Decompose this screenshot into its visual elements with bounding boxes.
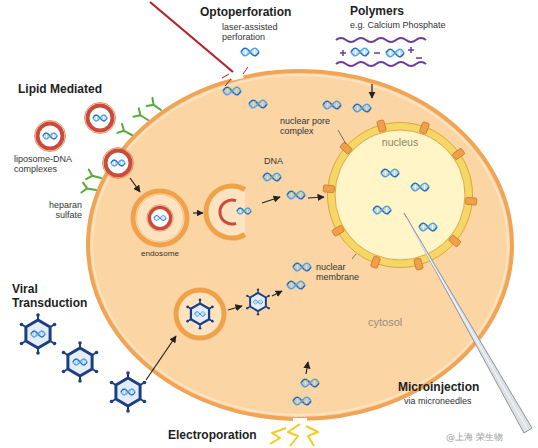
cell-body xyxy=(88,71,512,419)
lipid-pathway xyxy=(133,108,150,124)
microneedle xyxy=(404,213,532,433)
method-subtitle: e.g. Calcium Phosphate xyxy=(350,20,446,30)
optoperforation-laser xyxy=(223,87,241,95)
endosome-label: endosome xyxy=(130,249,190,259)
lipid-pathway xyxy=(103,148,134,179)
optoperforation-laser xyxy=(222,67,248,86)
viral-pathway xyxy=(110,371,147,413)
polymer-complex xyxy=(351,48,369,56)
part-label: DNA xyxy=(264,156,283,166)
polymer-complex xyxy=(371,84,372,98)
polymer-complex xyxy=(323,38,426,112)
part-label: nuclear pore complex xyxy=(280,116,336,136)
electroporation-pulse xyxy=(306,362,308,374)
polymer-complex xyxy=(336,62,426,66)
polymer-complex xyxy=(336,38,426,42)
lipid-pathway xyxy=(81,183,97,195)
viral-pathway xyxy=(293,263,311,271)
optoperforation-laser xyxy=(241,48,259,56)
lipid-pathway xyxy=(220,200,236,224)
nuclear-pores xyxy=(419,223,437,231)
cell-region-label: cytosol xyxy=(368,316,402,329)
method-title: Polymers xyxy=(350,4,404,18)
lipid-pathway xyxy=(130,178,140,192)
lipid-pathway xyxy=(86,170,102,183)
polymer-complex xyxy=(340,47,422,58)
viral-pathway xyxy=(146,336,176,380)
nuclear-pores xyxy=(377,120,387,132)
viral-pathway xyxy=(246,288,270,315)
lipid-pathway xyxy=(262,197,280,203)
nuclear-pores xyxy=(419,121,429,134)
viral-pathway xyxy=(20,313,57,355)
polymer-complex xyxy=(353,104,371,112)
nuclear-membrane-inner xyxy=(335,130,465,260)
part-label: heparan sulfate xyxy=(30,200,82,220)
lipid-pathway xyxy=(237,208,251,214)
nuclear-pores xyxy=(370,256,380,269)
nuclear-pores xyxy=(332,225,345,237)
nuclear-membrane-outer xyxy=(328,123,473,268)
polymer-complex xyxy=(386,49,404,57)
lipid-pathway xyxy=(35,121,66,152)
nucleus-circle: nucleus xyxy=(327,122,473,268)
electroporation-pulse xyxy=(270,362,319,446)
electroporation-pulse xyxy=(306,426,318,446)
lipid-pathway xyxy=(147,205,173,231)
method-subtitle: via microneedles xyxy=(404,396,472,406)
nuclear-pores xyxy=(352,254,356,259)
method-title: Electroporation xyxy=(168,428,257,442)
nuclear-pores xyxy=(323,120,477,271)
endosome-ring xyxy=(133,191,187,245)
cell-membrane-inner xyxy=(92,75,508,415)
viral-pathway xyxy=(272,291,282,296)
method-subtitle: laser-assisted perforation xyxy=(222,22,292,42)
electroporation-pulse xyxy=(301,379,319,387)
lipid-pathway xyxy=(117,124,134,139)
part-label: liposome-DNA complexes xyxy=(14,154,84,174)
nuclear-pores xyxy=(411,183,429,191)
electroporation-pulse xyxy=(293,397,311,405)
electroporation-pulse xyxy=(288,424,300,446)
lipid-pathway xyxy=(287,191,305,199)
watermark: @上海 荣生物 xyxy=(446,432,503,442)
electroporation-pulse xyxy=(270,428,286,444)
optoperforation-laser xyxy=(249,100,267,108)
nuclear-pores xyxy=(381,169,399,177)
nuclear-pores xyxy=(465,197,477,205)
viral-pathway xyxy=(62,341,99,383)
lipid-pathway xyxy=(308,197,324,198)
nuclear-pores xyxy=(452,148,465,160)
lipid-pathway xyxy=(85,103,116,134)
viral-pathway xyxy=(176,290,224,338)
viral-pathway xyxy=(20,263,311,413)
endosome-inner-ring xyxy=(137,195,184,242)
method-title: Microinjection xyxy=(398,380,479,394)
method-title: Optoperforation xyxy=(200,5,291,19)
nuclear-pores xyxy=(323,185,335,193)
nuclear-pores xyxy=(414,258,424,270)
microneedle xyxy=(404,213,532,433)
polymer-complex xyxy=(323,101,341,109)
nuclear-pores xyxy=(373,206,391,214)
viral-pathway xyxy=(228,306,242,310)
lipid-pathway xyxy=(147,98,164,114)
nuclear-pores xyxy=(448,235,461,247)
nuclear-pores xyxy=(338,130,346,144)
method-title: Lipid Mediated xyxy=(18,82,102,96)
viral-pathway xyxy=(287,281,305,289)
lipid-pathway xyxy=(263,173,281,181)
lipid-pathway xyxy=(193,212,203,213)
nucleus-label: nucleus xyxy=(327,136,473,149)
part-label: nuclear membrane xyxy=(316,262,366,282)
method-title: Viral Transduction xyxy=(12,282,96,310)
viral-pathway xyxy=(186,298,213,329)
